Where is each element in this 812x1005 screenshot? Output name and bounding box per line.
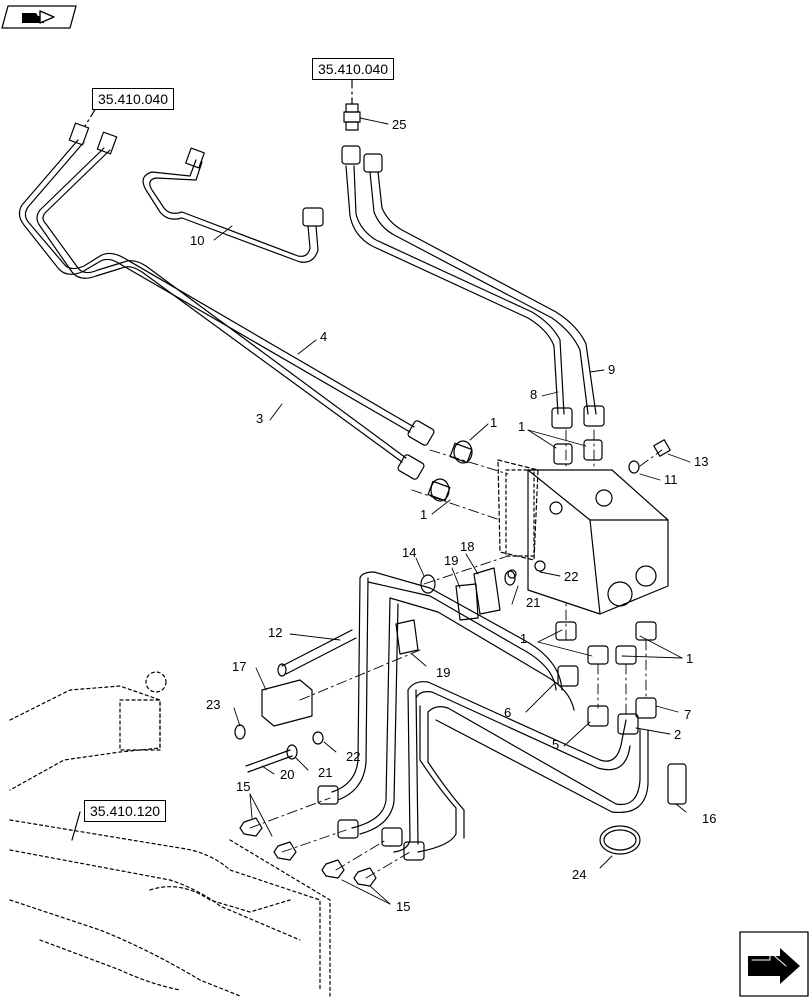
callout-21: 21	[526, 595, 541, 610]
bolt-12	[281, 629, 357, 675]
callout-24: 24	[572, 867, 587, 882]
callout-3: 3	[256, 411, 264, 426]
callout-4: 4	[320, 329, 328, 344]
tube-nut	[617, 713, 639, 735]
nuts-15	[239, 817, 377, 887]
callout-leaders	[213, 117, 691, 905]
hose-clamp-24	[599, 825, 641, 855]
clamp-18	[473, 567, 501, 615]
bottom-ref-leader	[71, 811, 81, 841]
tube-nut	[302, 207, 324, 227]
bracket-17	[261, 679, 313, 727]
reference-box-top[interactable]: 35.410.040	[312, 58, 395, 80]
tube-nut	[341, 145, 361, 165]
ghost-machine	[9, 671, 331, 997]
callout-1: 1	[518, 419, 526, 434]
next-page-arrow-icon[interactable]	[739, 931, 809, 997]
callout-6: 6	[504, 705, 512, 720]
callout-12: 12	[268, 625, 283, 640]
clamp-19b	[395, 619, 419, 655]
callout-1: 1	[520, 631, 528, 646]
tube-nut	[407, 420, 435, 446]
callout-15: 15	[236, 779, 251, 794]
tube-nut	[397, 454, 425, 480]
tube-nut	[587, 705, 609, 727]
callout-23: 23	[206, 697, 221, 712]
callout-11: 11	[664, 472, 678, 487]
callout-22: 22	[346, 749, 361, 764]
reference-box-left[interactable]: 35.410.040	[92, 88, 175, 110]
washer-14	[420, 574, 436, 594]
callout-7: 7	[684, 707, 692, 722]
center-lines	[249, 429, 663, 879]
folder-arrow-icon[interactable]	[1, 5, 77, 29]
callout-10: 10	[190, 233, 205, 248]
tube-3-4	[18, 122, 435, 480]
reference-box-bottom[interactable]: 35.410.120	[84, 800, 167, 822]
callout-1: 1	[686, 651, 694, 666]
callout-17: 17	[232, 659, 247, 674]
callout-20: 20	[280, 767, 295, 782]
callout-1: 1	[420, 507, 428, 522]
clip-16	[667, 763, 687, 805]
callout-16: 16	[702, 811, 717, 826]
callout-19: 19	[436, 665, 451, 680]
washer-21	[504, 570, 516, 586]
nut-22	[312, 731, 324, 745]
tube-nut	[317, 785, 339, 805]
callout-21: 21	[318, 765, 333, 780]
tube-nut	[96, 131, 118, 155]
lower-tubes	[317, 571, 657, 861]
tube-nut	[583, 405, 605, 427]
callout-5: 5	[552, 737, 560, 752]
reference-leaders	[84, 77, 353, 127]
tube-nut	[337, 819, 359, 839]
tube-nut	[635, 697, 657, 719]
callout-19: 19	[444, 553, 459, 568]
callout-8: 8	[530, 387, 538, 402]
tube-8-9	[341, 145, 605, 429]
callout-14: 14	[402, 545, 417, 560]
bolt-20	[245, 749, 293, 773]
valve-block	[497, 459, 669, 615]
callout-22: 22	[564, 569, 579, 584]
fitting-25	[343, 103, 361, 131]
tube-nut	[403, 841, 425, 861]
tube-nut	[381, 827, 403, 847]
callout-1: 1	[490, 415, 498, 430]
clamp-19	[455, 583, 479, 621]
washer-11	[628, 460, 640, 474]
washer-21b	[286, 744, 298, 760]
callout-9: 9	[608, 362, 616, 377]
screw-13	[653, 439, 671, 457]
callout-13: 13	[694, 454, 709, 469]
callout-25: 25	[392, 117, 407, 132]
tube-nut	[68, 122, 90, 146]
callout-2: 2	[674, 727, 682, 742]
tube-nut	[551, 407, 573, 429]
callout-18: 18	[460, 539, 475, 554]
tube-nut	[185, 147, 205, 169]
tube-10	[142, 147, 324, 263]
callout-15: 15	[396, 899, 411, 914]
pin-23	[234, 724, 246, 740]
tube-nut	[363, 153, 383, 173]
tube-nut	[557, 665, 579, 687]
